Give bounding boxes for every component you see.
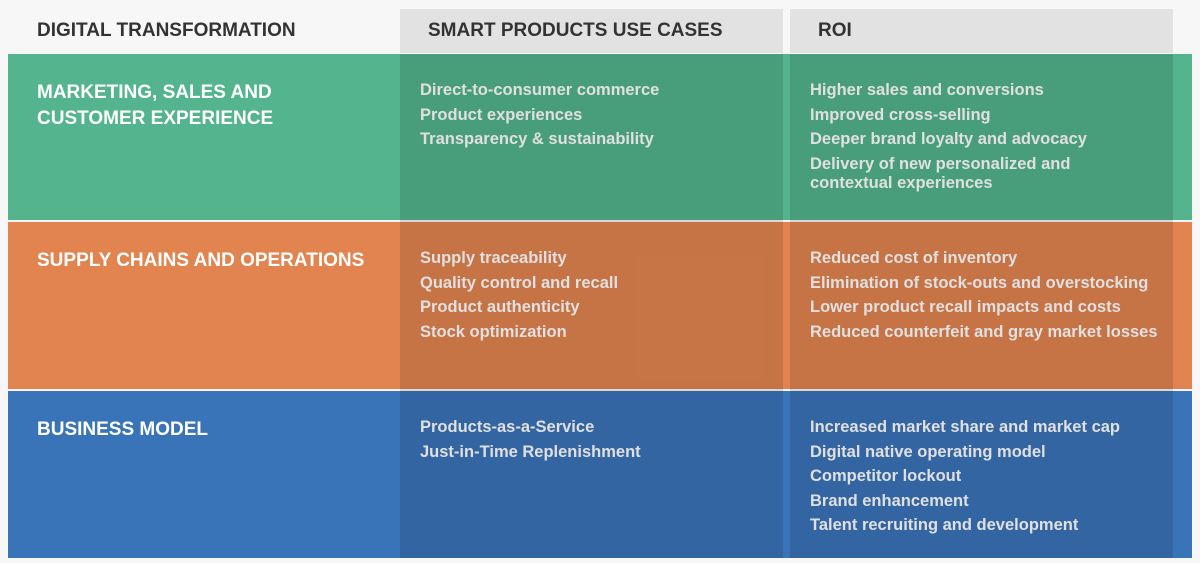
list-item: Stock optimization [420,322,567,341]
list-item: Transparency & sustainability [420,130,654,148]
row-title-line: CUSTOMER EXPERIENCE [37,108,274,129]
row-marketing: MARKETING, SALES AND CUSTOMER EXPERIENCE… [8,54,1192,220]
header-strategy: DIGITAL TRANSFORMATION STRATEGY [37,20,296,85]
list-item: Digital native operating model [810,442,1046,461]
list-item: Lower product recall impacts and costs [810,298,1121,316]
row-title-supply-chains: SUPPLY CHAINS AND OPERATIONS [37,248,377,274]
column-shade-roi [790,54,1173,558]
roi-list: Increased market share and market cap Di… [810,415,1170,538]
row-title-line: BUSINESS MODEL [37,419,209,440]
list-item: Product experiences [420,105,583,124]
list-item: Deeper brand loyalty and advocacy [810,130,1087,148]
list-item: Product authenticity [420,298,580,316]
list-item: Reduced counterfeit and gray market loss… [810,322,1158,341]
list-item: Reduced cost of inventory [810,249,1018,267]
use-cases-list: Products-as-a-Service Just-in-Time Reple… [420,415,775,464]
list-item: Brand enhancement [810,491,969,510]
row-title-marketing: MARKETING, SALES AND CUSTOMER EXPERIENCE [37,80,377,132]
list-item: Improved cross-selling [810,105,991,124]
roi-list: Reduced cost of inventory Elimination of… [810,246,1170,344]
list-item: Higher sales and conversions [810,81,1044,99]
list-item: Products-as-a-Service [420,418,595,436]
row-supply-chains: SUPPLY CHAINS AND OPERATIONS Supply trac… [8,222,1192,389]
list-item: Just-in-Time Replenishment [420,442,641,461]
list-item: Direct-to-consumer commerce [420,81,660,99]
column-shade-use-cases [400,54,783,558]
list-item: Competitor lockout [810,467,962,485]
row-title-business-model: BUSINESS MODEL [37,417,377,443]
list-item: Quality control and recall [420,273,619,292]
row-title-line: MARKETING, SALES AND [37,82,272,103]
row-title-line: SUPPLY CHAINS AND OPERATIONS [37,250,365,271]
list-item: Talent recruiting and development [810,516,1079,534]
list-item: Increased market share and market cap [810,418,1120,436]
use-cases-list: Supply traceability Quality control and … [420,246,775,344]
row-business-model: BUSINESS MODEL Products-as-a-Service Jus… [8,391,1192,558]
use-cases-list: Direct-to-consumer commerce Product expe… [420,78,775,152]
list-item: Elimination of stock-outs and overstocki… [810,273,1149,292]
list-item: Delivery of new personalized and context… [810,154,1071,192]
roi-list: Higher sales and conversions Improved cr… [810,78,1170,193]
header-use-cases: SMART PRODUCTS USE CASES [400,9,783,53]
header-roi: ROI [790,9,1173,53]
list-item: Supply traceability [420,249,567,267]
